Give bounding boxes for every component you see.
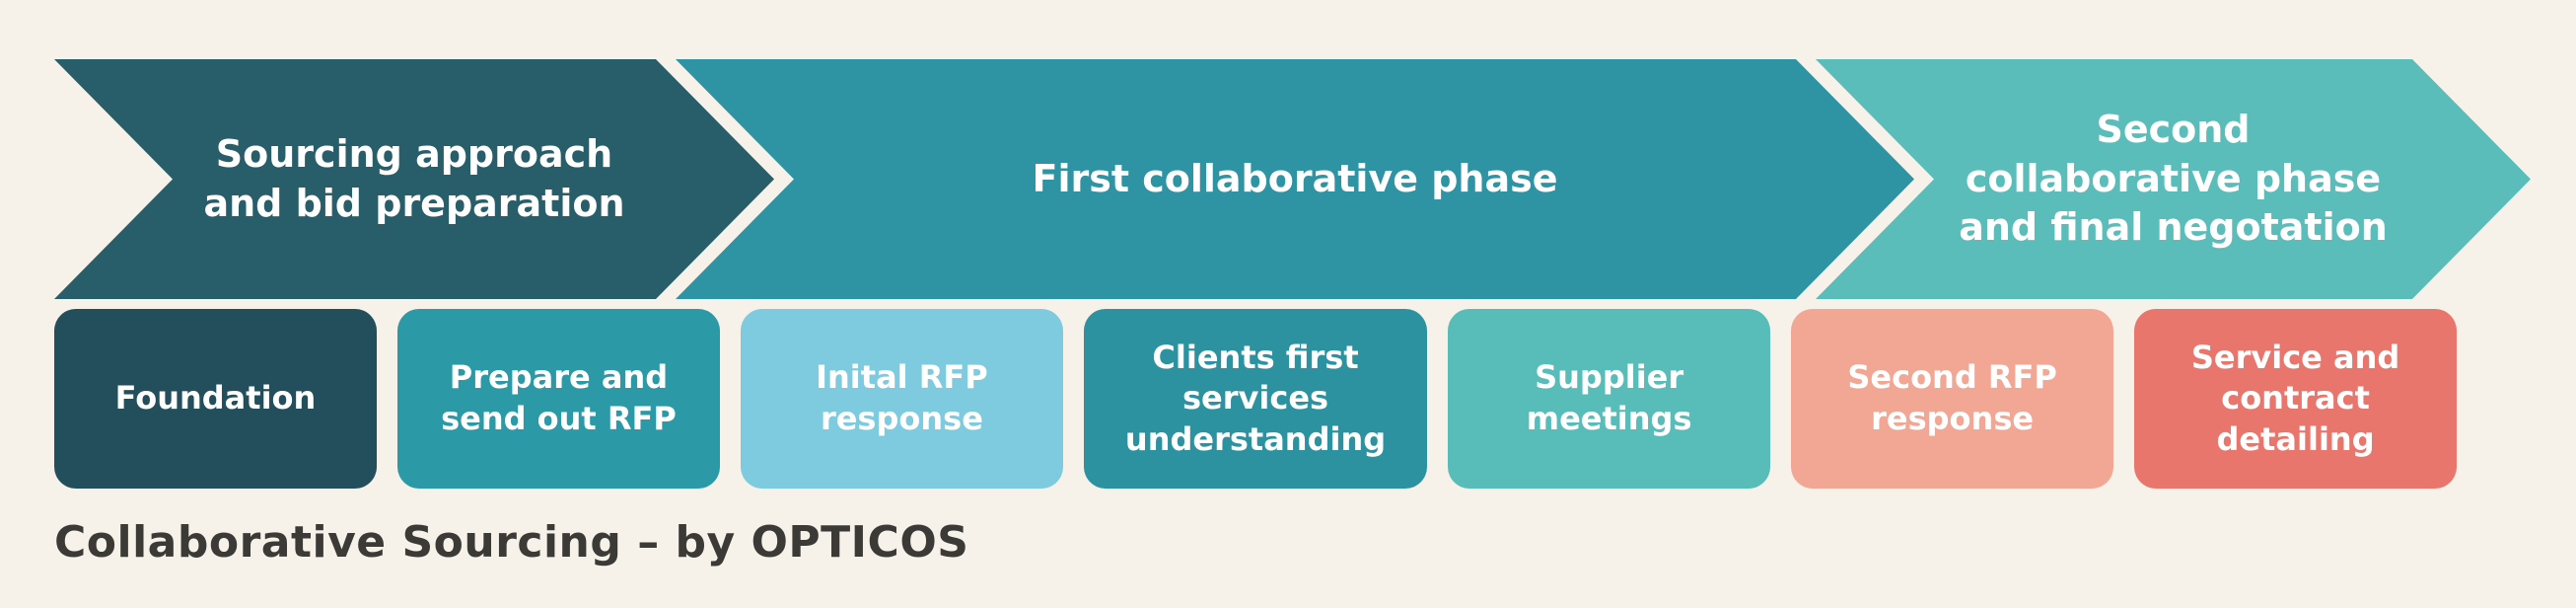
step-prepare-send-rfp: Prepare and send out RFP [396,309,720,489]
phase-chevron-second-collaborative: Second collaborative phase and final neg… [1816,59,2531,299]
step-label-initial-rfp-response: Inital RFP response [816,358,988,437]
step-foundation: Foundation [54,309,377,489]
step-label-foundation: Foundation [114,379,317,418]
step-service-contract-detailing: Service and contract detailing [2134,309,2458,489]
step-label-prepare-send-rfp: Prepare and send out RFP [441,358,677,437]
caption-text: Collaborative Sourcing – by OPTICOS [54,517,969,568]
phase-label-second-collaborative: Second collaborative phase and final neg… [1959,108,2388,250]
step-supplier-meetings: Supplier meetings [1448,309,1771,489]
steps-row: Foundation Prepare and send out RFP Init… [54,309,2458,489]
phase-label-sourcing-approach: Sourcing approach and bid preparation [203,132,625,225]
phase-chevron-sourcing-approach: Sourcing approach and bid preparation [54,59,774,299]
step-label-clients-services-understanding: Clients first services understanding [1124,338,1387,458]
step-label-service-contract-detailing: Service and contract detailing [2190,338,2400,458]
step-label-supplier-meetings: Supplier meetings [1526,358,1692,437]
step-clients-services-understanding: Clients first services understanding [1083,309,1428,489]
phase-chevron-first-collaborative: First collaborative phase [676,59,1914,299]
step-second-rfp-response: Second RFP response [1791,309,2114,489]
phase-label-first-collaborative: First collaborative phase [1032,156,1558,200]
step-label-second-rfp-response: Second RFP response [1847,358,2057,437]
step-initial-rfp-response: Inital RFP response [740,309,1063,489]
